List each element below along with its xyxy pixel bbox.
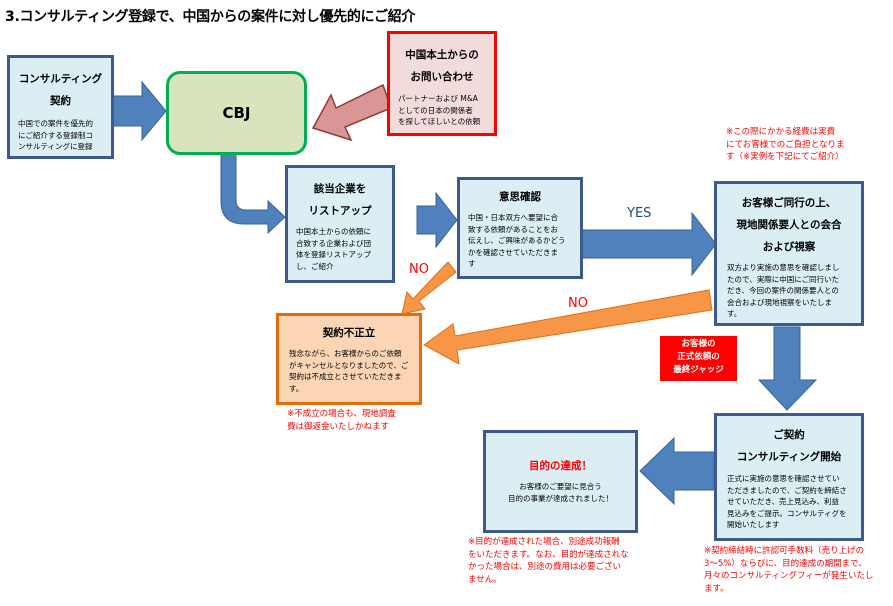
confirm-body-line: す — [468, 259, 476, 268]
goal-achieved-box: 目的の達成！ お客様のご要望に見合う 目的の事業が達成されました！ — [483, 430, 638, 533]
visit-meeting-box: お客様ご同行の上、 現地関係要人との会合 および視察 双方より実施の意思を確認し… — [714, 181, 864, 326]
contract-body-line: せていただき、売上見込み、利益 — [727, 497, 839, 506]
expense-note-line: ※この際にかかる経費は実費 — [726, 127, 836, 137]
consulting-body-line: ンサルティングに登録 — [18, 142, 93, 151]
contract-note-line: 3～5%）ならびに、目的達成の期間まで、 — [704, 558, 867, 569]
final-judge-badge: お客様の 正式依頼の 最終ジャッジ — [660, 336, 737, 381]
visit-heading-3: および視察 — [762, 241, 816, 253]
expense-note-line: す（※実例を下記にてご紹介） — [726, 152, 844, 162]
confirm-body-line: かを確認させていただきま — [468, 247, 558, 257]
goal-body-line: 目的の事業が達成されました！ — [508, 493, 613, 503]
visit-heading-2: 現地関係要人との会合 — [736, 219, 842, 231]
intent-confirm-box: 意思確認 中国・日本双方へ要望に合 致する依頼があることをお 伝えし、ご興味があ… — [457, 177, 583, 279]
arrow-confirm-to-visit — [581, 211, 717, 277]
visit-body-line: す。 — [727, 309, 742, 318]
yes-label: YES — [627, 206, 652, 221]
consulting-contract-box: コンサルティング 契約 中国での案件を優先的 にご紹介する登録制コ ンサルティン… — [7, 55, 114, 159]
listup-body-line: 体を登録リストアップ — [296, 250, 371, 259]
goal-note-line: ません。 — [468, 574, 502, 585]
expense-note-line: にてお客様でのご負担となりま — [726, 139, 845, 150]
china-inquiry-box: 中国本土からの お問い合わせ パートナーおよび M&A としての日本の関係者 を… — [387, 31, 497, 136]
listup-body-line: 中国本土からの依頼に — [296, 227, 371, 236]
listup-box: 該当企業を リストアップ 中国本土からの依頼に 合致する企業および団 体を登録リ… — [285, 165, 395, 283]
confirm-heading: 意思確認 — [499, 191, 541, 203]
confirm-body-line: 伝えし、ご興味があるかどう — [468, 236, 566, 245]
fail-note: ※不成立の場合も、現地調査 費は御返金いたしかねます — [287, 408, 396, 433]
contract-body-line: 開始いたします — [727, 520, 780, 529]
arrow-cbj-to-listup — [220, 152, 286, 235]
inquiry-body-line: としての日本の関係者 — [398, 105, 473, 115]
judge-line: 正式依頼の — [677, 352, 720, 362]
contract-body-line: ただきましたので、ご契約を締結さ — [727, 485, 847, 495]
contract-fail-box: 契約不正立 残念ながら、お客様からのご依頼 がキャンセルとなりましたので、ご 契… — [276, 313, 422, 405]
contract-note-line: 月々のコンサルティングフィーが発生いたし — [704, 571, 874, 581]
contract-note-line: ※契約締結時に許認可手数料（売り上げの — [704, 546, 865, 556]
consulting-heading-2: 契約 — [50, 95, 71, 107]
contract-body-line: 正式に実施の意思を確認させてい — [727, 474, 840, 483]
no-label-1: NO — [409, 262, 429, 277]
visit-body-line: 双方より実施の意思を確認しまし — [727, 263, 840, 272]
listup-body-line: し、ご紹介 — [296, 261, 334, 271]
inquiry-body-line: パートナーおよび M&A — [398, 94, 478, 103]
goal-heading: 目的の達成！ — [529, 460, 592, 472]
fail-note-line: ※不成立の場合も、現地調査 — [287, 409, 396, 419]
goal-body-line: お客様のご要望に見合う — [519, 482, 602, 491]
success-fee-note: ※目的が達成された場合、別途成功報酬 をいただきます。なお、目的が達成されな か… — [468, 536, 629, 586]
arrow-confirm-to-fail-no — [401, 261, 457, 315]
arrow-listup-to-confirm — [416, 191, 458, 249]
arrow-consulting-to-cbj — [111, 80, 167, 142]
visit-body-line: 会合および現地視察をいたしま — [727, 297, 832, 307]
arrow-visit-to-contract — [757, 326, 818, 411]
listup-body-line: 合致する企業および団 — [296, 238, 371, 248]
fail-body-line: 契約は不成立とさせていただきま — [289, 372, 402, 381]
cbj-label: CBJ — [222, 104, 251, 122]
fail-body-line: す。 — [289, 383, 304, 393]
contract-heading-2: コンサルティング開始 — [736, 451, 842, 463]
page-title: 3.コンサルティング登録で、中国からの案件に対し優先的にご紹介 — [5, 9, 416, 25]
inquiry-heading-2: お問い合わせ — [410, 71, 474, 83]
inquiry-body-line: を探してほしいとの依頼 — [398, 117, 481, 126]
fail-note-line: 費は御返金いたしかねます — [287, 421, 390, 432]
consulting-heading-1: コンサルティング — [18, 73, 103, 85]
confirm-body-line: 致する依頼があることをお — [468, 224, 558, 234]
listup-heading-2: リストアップ — [308, 205, 372, 217]
arrow-contract-to-goal — [639, 436, 715, 506]
fail-heading: 契約不正立 — [322, 327, 376, 339]
contract-fee-note: ※契約締結時に許認可手数料（売り上げの 3～5%）ならびに、目的達成の期間まで、… — [704, 545, 873, 595]
visit-body-line: だき、今回の案件の関係要人との — [727, 286, 839, 295]
visit-body-line: たので、実際に中国にご同行いた — [727, 274, 840, 284]
inquiry-heading-1: 中国本土からの — [405, 49, 479, 61]
contract-note-line: ます。 — [704, 583, 729, 594]
expense-note: ※この際にかかる経費は実費 にてお客様でのご負担となりま す（※実例を下記にてご… — [726, 126, 845, 164]
contract-heading-1: ご契約 — [773, 429, 805, 441]
visit-heading-1: お客様ご同行の上、 — [741, 197, 837, 209]
contract-start-box: ご契約 コンサルティング開始 正式に実施の意思を確認させてい ただきましたので、… — [714, 413, 864, 541]
fail-body-line: 残念ながら、お客様からのご依頼 — [289, 349, 402, 358]
cbj-box: CBJ — [166, 71, 307, 155]
arrow-visit-to-fail-no — [423, 289, 713, 365]
goal-note-line: ※目的が達成された場合、別途成功報酬 — [468, 537, 620, 547]
goal-note-line: かった場合は、別途の費用は必要ござい — [468, 562, 622, 572]
consulting-body-line: 中国での案件を優先的 — [18, 119, 93, 128]
contract-body-line: 見込みをご提示。コンサルティグを — [727, 508, 847, 518]
goal-note-line: をいただきます。なお、目的が達成されな — [468, 549, 629, 560]
arrow-inquiry-to-cbj — [311, 83, 392, 142]
listup-heading-1: 該当企業を — [313, 183, 367, 195]
consulting-body-line: にご紹介する登録制コ — [18, 130, 93, 140]
fail-body-line: がキャンセルとなりましたので、ご — [289, 360, 409, 370]
no-label-2: NO — [568, 296, 588, 311]
judge-line: お客様の — [681, 339, 716, 349]
judge-line: 最終ジャッジ — [673, 365, 724, 375]
confirm-body-line: 中国・日本双方へ要望に合 — [468, 213, 558, 222]
